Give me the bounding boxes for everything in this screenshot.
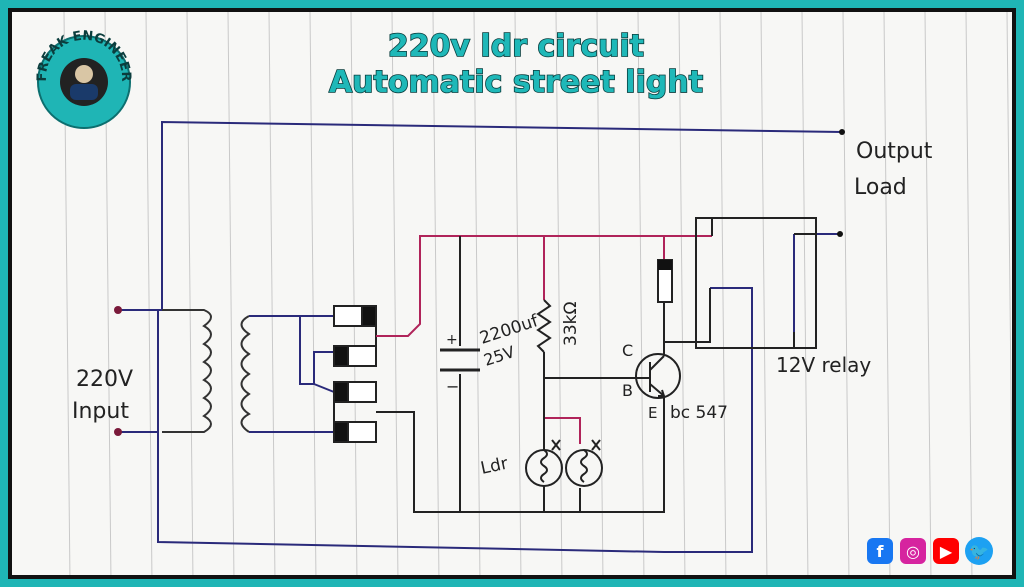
facebook-icon[interactable]: f [867, 538, 893, 564]
svg-text:▶: ▶ [940, 542, 953, 561]
social-icons: f ◎ ▶ 🐦 [867, 537, 993, 565]
circuit-diagram: 220v ldr circuit Automatic street light … [35, 12, 1012, 575]
instagram-icon[interactable]: ◎ [900, 538, 926, 564]
capacitor [440, 348, 480, 372]
ruled-line [268, 12, 276, 575]
ruled-line [227, 12, 235, 575]
ruled-line [186, 12, 194, 575]
ldr-2 [565, 439, 603, 487]
twitter-icon[interactable]: 🐦 [965, 537, 993, 565]
ruled-line [924, 12, 932, 575]
capacitor-plus: + [446, 332, 458, 348]
youtube-icon[interactable]: ▶ [933, 538, 959, 564]
ruled-line [719, 12, 727, 575]
transformer-primary [162, 309, 212, 433]
ruled-line [760, 12, 768, 575]
ruled-line [432, 12, 440, 575]
output-terminal-bottom [837, 231, 843, 237]
transformer-secondary [240, 315, 251, 433]
flyback-diode [657, 259, 673, 303]
black-wires [376, 236, 711, 513]
svg-text:f: f [877, 542, 885, 561]
title-line-2: Automatic street light [329, 65, 703, 100]
notebook-page: 220v ldr circuit Automatic street light … [8, 8, 1016, 579]
capacitor-minus: − [446, 377, 459, 396]
title-line-1: 220v ldr circuit [388, 29, 644, 64]
ruled-line [145, 12, 153, 575]
pin-c-label: C [622, 341, 633, 360]
ruled-line [473, 12, 481, 575]
input-terminal-bottom [114, 428, 122, 436]
ruled-line [514, 12, 522, 575]
output-terminal-top [839, 129, 845, 135]
resistor-value: 33kΩ [561, 302, 581, 346]
pin-e-label: E [648, 404, 657, 422]
ruled-lines [63, 12, 1012, 575]
ruled-line [842, 12, 850, 575]
ruled-line [555, 12, 563, 575]
load-label: Load [854, 175, 907, 200]
input-voltage-label: 220V [76, 367, 133, 392]
resistor-33k [536, 299, 552, 353]
ruled-line [801, 12, 809, 575]
ruled-line [965, 12, 973, 575]
svg-text:◎: ◎ [906, 542, 920, 561]
input-label: Input [72, 399, 129, 424]
ldr-label: Ldr [479, 454, 510, 479]
ruled-line [309, 12, 317, 575]
blue-wires [118, 120, 843, 553]
pin-b-label: B [622, 381, 633, 400]
ruled-line [596, 12, 604, 575]
ruled-line [678, 12, 686, 575]
ruled-line [883, 12, 891, 575]
bridge-rectifier [333, 305, 377, 443]
transistor-label: bc 547 [670, 403, 728, 423]
ldr-1 [525, 439, 563, 488]
svg-text:🐦: 🐦 [969, 542, 989, 561]
ruled-line [1006, 12, 1012, 536]
ruled-line [637, 12, 645, 575]
ruled-line [350, 12, 358, 575]
relay-label: 12V relay [776, 353, 871, 377]
output-label: Output [856, 139, 933, 164]
input-terminal-top [114, 306, 122, 314]
freak-engineer-logo: FREAK ENGINEER [35, 29, 133, 129]
transistor-bc547 [635, 353, 681, 399]
relay-12v [695, 217, 817, 349]
ruled-line [391, 12, 399, 575]
positive-rail [376, 235, 712, 444]
